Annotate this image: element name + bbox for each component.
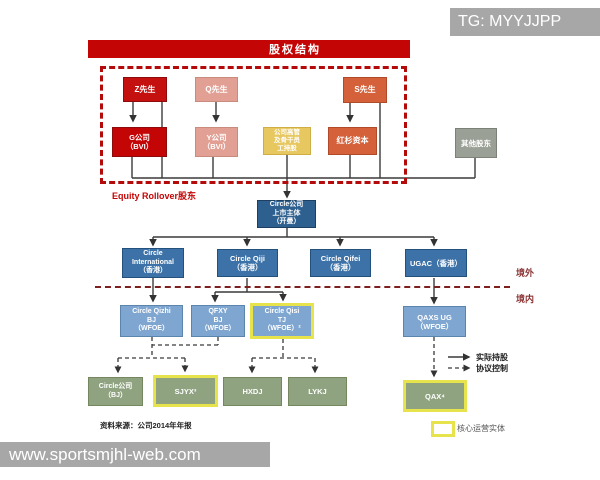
watermark-bottom-text: www.sportsmjhl-web.com xyxy=(9,444,201,464)
node-y-company-bvi: Y公司 （BVI） xyxy=(195,127,238,157)
source-note: 资料来源：公司2014年年报 xyxy=(100,421,192,430)
node-management-esop: 公司高管 及骨干员 工持股 xyxy=(263,127,311,155)
node-qfxy-wfoe: QFXY BJ （WFOE） xyxy=(191,305,245,337)
node-circle-qizhi-wfoe: Circle Qizhi BJ （WFOE） xyxy=(120,305,183,337)
node-lykj: LYKJ xyxy=(288,377,347,406)
offshore-label: 境外 xyxy=(516,268,535,278)
node-mr-s: S先生 xyxy=(343,77,387,103)
watermark-bottom-left: www.sportsmjhl-web.com xyxy=(0,442,270,467)
node-g-company-bvi: G公司 （BVI） xyxy=(112,127,167,157)
node-sjyx: SJYX³ xyxy=(153,375,218,407)
node-qax: QAX⁴ xyxy=(403,380,467,412)
rollover-shareholder-frame xyxy=(100,66,407,184)
node-circle-qiji-hk: Circle Qiji （香港） xyxy=(217,249,278,277)
rollover-group-label: Equity Rollover股东 xyxy=(112,191,197,201)
legend-dashed-arrow-label: 协议控制 xyxy=(476,364,508,373)
legend-solid-arrow-label: 实际持股 xyxy=(476,353,508,362)
node-circle-international-hk: Circle International （香港） xyxy=(122,248,184,278)
diagram-title: 股权结构 xyxy=(269,44,321,56)
diagram-title-bar: 股权结构 xyxy=(88,40,410,58)
node-hxdj: HXDJ xyxy=(223,377,282,406)
watermark-top-right: TG: MYYJJPP xyxy=(450,8,600,36)
node-circle-bj: Circle公司 （BJ） xyxy=(88,377,143,406)
node-mr-q: Q先生 xyxy=(195,77,238,102)
core-entity-legend-icon xyxy=(431,421,455,437)
core-entity-legend-label: 核心运营实体 xyxy=(457,424,505,433)
node-other-shareholders: 其他股东 xyxy=(455,128,497,158)
node-circle-qifei-hk: Circle Qifei （香港） xyxy=(310,249,371,277)
onshore-label: 境内 xyxy=(516,294,535,304)
offshore-onshore-divider xyxy=(95,286,510,288)
watermark-top-text: TG: MYYJJPP xyxy=(458,13,562,30)
node-mr-z: Z先生 xyxy=(123,77,167,102)
node-cayman-listco: Circle公司 上市主体 （开曼） xyxy=(257,200,316,228)
node-sequoia-capital: 红杉资本 xyxy=(328,127,377,155)
node-circle-qisi-wfoe: Circle Qisi TJ （WFOE）² xyxy=(250,303,314,339)
node-qaxs-ug-wfoe: QAXS UG （WFOE） xyxy=(403,306,466,337)
node-ugac-hk: UGAC（香港） xyxy=(405,249,467,277)
